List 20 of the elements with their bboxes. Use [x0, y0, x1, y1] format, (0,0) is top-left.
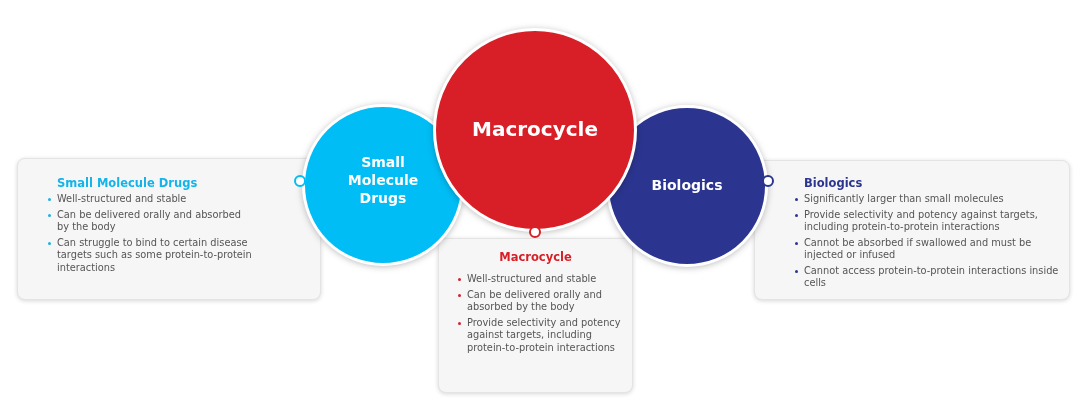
circle-label: Small Molecule Drugs — [347, 154, 419, 208]
card-heading: Small Molecule Drugs — [57, 176, 198, 190]
bullet-text: Can be delivered orally and absorbed by the body — [467, 288, 604, 314]
bullet-text: Well-structured and stable — [57, 193, 188, 206]
circle-node — [433, 28, 637, 232]
bullet-text: Can be delivered orally and absorbed by the body — [57, 208, 242, 234]
bullet-text: Cannot be absorbed if swallowed and must be injected or infused — [804, 236, 1033, 262]
circle-label: Biologics — [651, 177, 723, 195]
bullet-text: Significantly larger than small molecules — [804, 193, 1005, 206]
bullet-text: Provide selectivity and potency against targets, including protein-to-protein interactions — [804, 208, 1039, 234]
info-card — [438, 238, 633, 393]
bullet-text: Can struggle to bind to certain disease targets such as some protein-to-protein interactions — [57, 236, 253, 274]
info-card — [754, 160, 1070, 300]
bullet-text: Provide selectivity and potency against targets, including protein-to-protein interactions — [467, 316, 622, 354]
card-heading: Biologics — [804, 176, 863, 190]
info-card — [17, 158, 321, 300]
bullet-text: Cannot access protein-to-protein interactions inside cells — [804, 264, 1060, 290]
circle-label: Macrocycle — [472, 117, 598, 143]
bullet-text: Well-structured and stable — [467, 273, 598, 286]
card-heading: Macrocycle — [499, 250, 572, 264]
